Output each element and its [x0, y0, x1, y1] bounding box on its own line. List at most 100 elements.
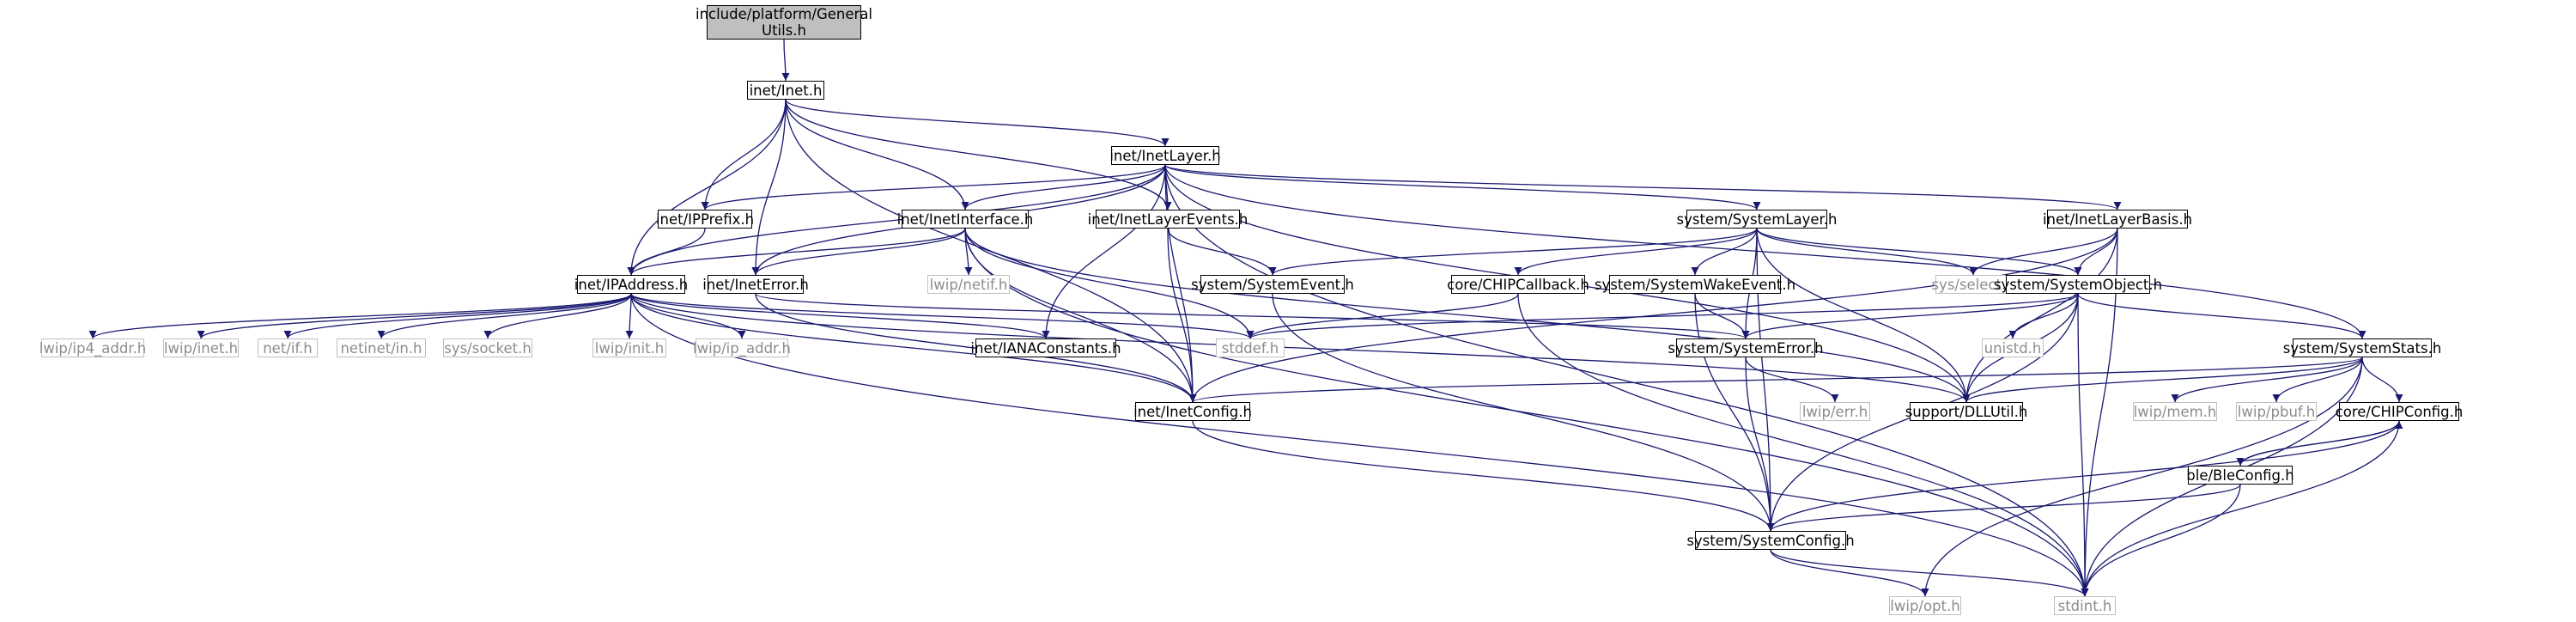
node-ip-address-h[interactable]: inet/IPAddress.h — [574, 275, 689, 294]
node-inet-error-h[interactable]: inet/InetError.h — [702, 275, 809, 294]
edge-systemobject-to-stdint — [2077, 293, 2089, 597]
node-lwip-mem-h[interactable]: lwip/mem.h — [2133, 402, 2217, 421]
edge-systemstats-to-lwip_pbuf — [2272, 357, 2363, 403]
edge-inetlayer-to-systemstats — [1164, 164, 2366, 339]
node-lwip-err-h[interactable]: lwip/err.h — [1800, 402, 1870, 421]
edge-systemerror-to-systemconfig — [1745, 357, 1775, 532]
edge-inetlayerbasis-to-inetconfig — [1188, 228, 2118, 403]
node-lwip-opt-h[interactable]: lwip/opt.h — [1889, 596, 1961, 615]
edge-systemlayer-to-systemobject — [1756, 228, 2082, 276]
edge-chipcallback-to-stddef — [1246, 293, 1519, 339]
edge-systemlayer-to-systemevent — [1268, 228, 1758, 276]
edge-ipaddress-to-stdint — [630, 293, 2089, 597]
edge-systemobject-to-unistd — [2008, 293, 2079, 339]
edge-ipaddress-to-stddef — [630, 293, 1255, 339]
node-lwip-ip-addr-h[interactable]: lwip/ip_addr.h — [692, 338, 792, 357]
node-system-stats-h[interactable]: system/SystemStats.h — [2282, 338, 2442, 357]
edge-inetlayerevents-to-inetconfig — [1167, 228, 1197, 403]
node-unistd-h[interactable]: unistd.h — [1982, 338, 2044, 357]
edge-ipaddress-to-lwip_ip4 — [88, 293, 632, 339]
edge-systemobject-to-stddef — [1246, 293, 2079, 339]
edge-inetlayer-to-stdint — [1164, 164, 2089, 597]
node-inet-layer-basis-h[interactable]: inet/InetLayerBasis.h — [2042, 210, 2193, 229]
edge-inetlayer-to-inetconfig — [1164, 164, 1197, 403]
edge-ineterror-to-systemerror — [755, 293, 1750, 339]
edge-inet_h-to-ineterror — [751, 99, 787, 276]
edge-inetlayer-to-systemlayer — [1164, 164, 1761, 210]
edge-bleconfig-to-systemconfig — [1766, 484, 2241, 532]
node-system-object-h[interactable]: system/SystemObject.h — [1993, 275, 2163, 294]
node-lwip-pbuf-h[interactable]: lwip/pbuf.h — [2236, 402, 2317, 421]
edge-bleconfig-to-stdint — [2081, 484, 2241, 597]
node-inet-layer-h[interactable]: inet/InetLayer.h — [1109, 146, 1221, 165]
node-system-config-h[interactable]: system/SystemConfig.h — [1686, 531, 1855, 550]
edge-systemlayer-to-systemwakeevent — [1691, 228, 1758, 276]
edge-chipconfig-to-stdint — [2081, 420, 2400, 597]
edge-ipaddress-to-net_if — [283, 293, 632, 339]
edge-systemstats-to-chipconfig — [2361, 357, 2403, 403]
node-netinet-in-h[interactable]: netinet/in.h — [337, 338, 426, 357]
edge-inetinterface-to-stdint — [964, 228, 2089, 597]
edge-inetinterface-to-stddef — [964, 228, 1255, 339]
node-ip-prefix-h[interactable]: inet/IPPrefix.h — [655, 210, 755, 229]
edge-inetlayerbasis-to-stdint — [2081, 228, 2118, 597]
edge-inetlayerbasis-to-sys_select — [1969, 228, 2118, 276]
edge-inetlayerevents-to-systemevent — [1167, 228, 1277, 276]
node-system-layer-h[interactable]: system/SystemLayer.h — [1676, 210, 1838, 229]
edge-systemlayer-to-sys_select — [1756, 228, 1978, 276]
node-chip-callback-h[interactable]: core/CHIPCallback.h — [1447, 275, 1589, 294]
node-system-error-h[interactable]: system/SystemError.h — [1668, 338, 1824, 357]
node-sys-select-h[interactable]: sys/select.h — [1931, 275, 2015, 294]
node-lwip-netif-h[interactable]: lwip/netif.h — [927, 275, 1010, 294]
edge-inetconfig-to-systemconfig — [1192, 420, 1775, 532]
node-net-if-h[interactable]: net/if.h — [258, 338, 318, 357]
edge-ipaddress-to-inetconfig — [630, 293, 1197, 403]
node-chip-config-h[interactable]: core/CHIPConfig.h — [2335, 402, 2464, 421]
edge-systemobject-to-systemerror — [1741, 293, 2079, 339]
node-inet-config-h[interactable]: inet/InetConfig.h — [1133, 402, 1252, 421]
node-lwip-ip4-addr-h[interactable]: lwip/ip4_addr.h — [39, 338, 147, 357]
node-system-event-h[interactable]: system/SystemEvent.h — [1191, 275, 1354, 294]
node-stdint-h[interactable]: stdint.h — [2054, 596, 2116, 615]
edge-ipaddress-to-netinet_in — [377, 293, 632, 339]
edge-systemobject-to-systemstats — [2077, 293, 2366, 339]
edge-systemconfig-to-stdint — [1770, 549, 2089, 597]
edge-inetlayer-to-inetinterface — [961, 164, 1166, 210]
edge-bleconfig-to-chipconfig — [2239, 420, 2403, 466]
node-inet-interface-h[interactable]: inet/InetInterface.h — [896, 210, 1034, 229]
edge-inetlayer-to-ipprefix — [701, 164, 1166, 210]
edge-ipaddress-to-ianaconstants — [630, 293, 1050, 339]
edge-root-to-inet_h — [781, 39, 790, 82]
edge-inetlayer-to-inetlayerbasis — [1164, 164, 2122, 210]
edge-inetinterface-to-ineterror — [751, 228, 966, 276]
node-iana-constants-h[interactable]: inet/IANAConstants.h — [970, 338, 1121, 357]
node-stddef-h[interactable]: stddef.h — [1216, 338, 1285, 357]
edge-chipconfig-to-systemconfig — [1766, 420, 2400, 532]
node-inet-h[interactable]: inet/Inet.h — [747, 81, 824, 100]
node-ble-config-h[interactable]: ble/BleConfig.h — [2186, 466, 2294, 485]
node-sys-socket-h[interactable]: sys/socket.h — [443, 338, 532, 357]
edge-systemstats-to-lwip_mem — [2171, 357, 2363, 403]
node-inet-layer-events-h[interactable]: inet/InetLayerEvents.h — [1087, 210, 1249, 229]
edge-systemwakeevent-to-systemerror — [1694, 293, 1750, 339]
edge-systemstats-to-lwip_opt — [1921, 357, 2363, 597]
node-dll-util-h[interactable]: support/DLLUtil.h — [1905, 402, 2028, 421]
edge-inetlayerbasis-to-dlutil — [1962, 228, 2118, 403]
node-lwip-init-h[interactable]: lwip/init.h — [592, 338, 666, 357]
edge-inet_h-to-ipaddress — [627, 99, 787, 276]
edge-ipaddress-to-lwip_init — [625, 293, 634, 339]
edge-systemconfig-to-lwip_opt — [1770, 549, 1929, 597]
edge-ipaddress-to-lwip_ipaddr — [630, 293, 746, 339]
edge-ineterror-to-inetconfig — [755, 293, 1197, 403]
edge-inet_h-to-ipprefix — [701, 99, 787, 210]
edge-systemwakeevent-to-systemconfig — [1694, 293, 1775, 532]
node-system-wake-event-h[interactable]: system/SystemWakeEvent.h — [1594, 275, 1796, 294]
edge-inetinterface-to-dlutil — [964, 228, 1971, 403]
node-lwip-inet-h[interactable]: lwip/inet.h — [163, 338, 239, 357]
node-general-utils-h[interactable]: include/platform/General Utils.h — [695, 5, 873, 40]
edge-systemstats-to-dlutil — [1962, 357, 2363, 403]
edge-ipaddress-to-dlutil — [630, 293, 1971, 403]
edge-inet_h-to-inetinterface — [785, 99, 969, 210]
